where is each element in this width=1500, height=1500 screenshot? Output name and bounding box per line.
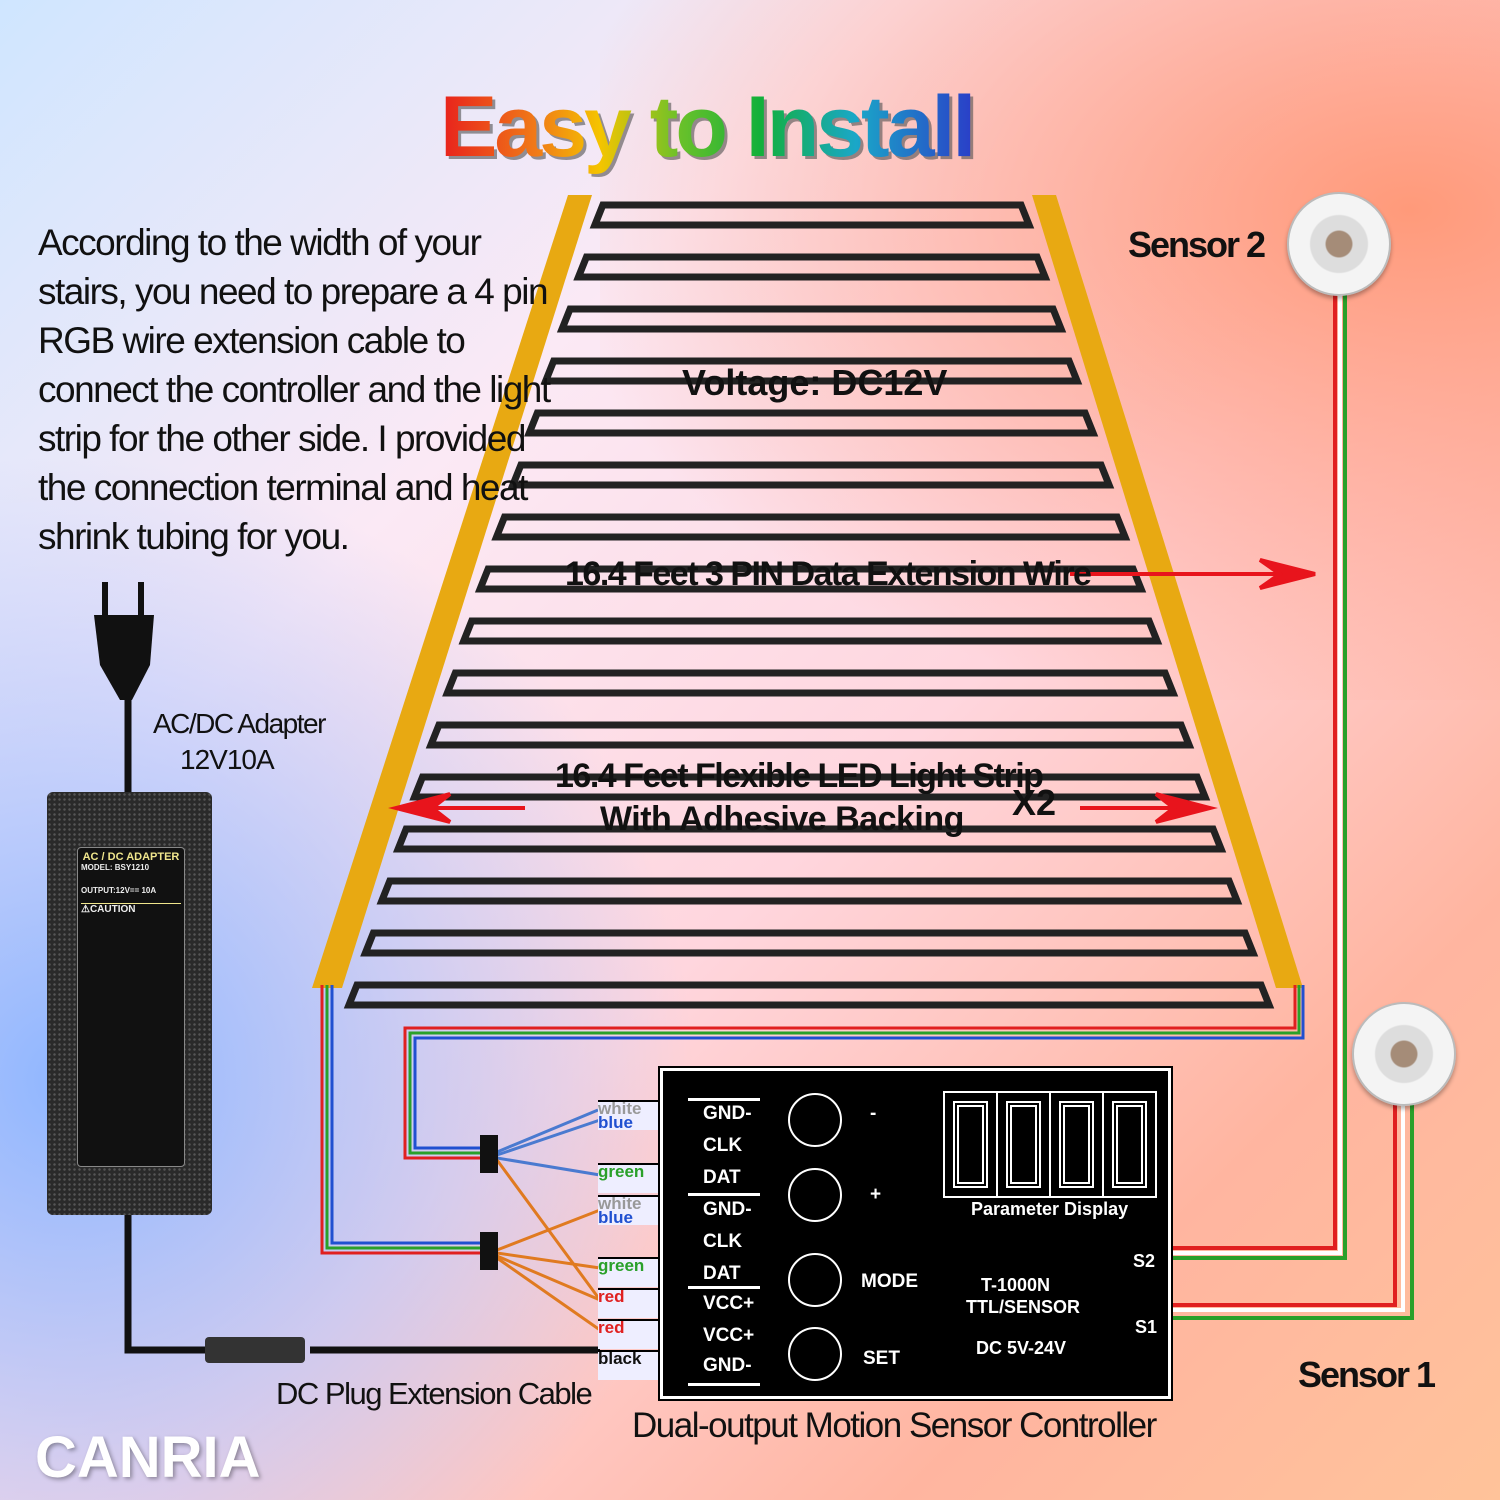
parameter-display-label: Parameter Display <box>971 1199 1129 1219</box>
pin-group-divider <box>688 1098 760 1101</box>
plug-icon <box>94 582 154 700</box>
stair-step <box>409 773 1211 801</box>
stair-step <box>458 617 1163 645</box>
stair-step <box>360 929 1259 957</box>
strip-arrow-right <box>1080 792 1218 824</box>
adapter-plate-caution: ⚠CAUTION <box>81 903 181 915</box>
wire-label-text: blue <box>598 1113 633 1132</box>
stair-step <box>589 201 1035 229</box>
data-wire-label: 16.4 Feet 3 PIN Data Extension Wire <box>565 555 1092 593</box>
stair-step <box>474 565 1147 593</box>
mode-label: MODE <box>861 1271 918 1292</box>
minus-button[interactable] <box>788 1093 842 1147</box>
plus-button[interactable] <box>788 1168 842 1222</box>
instructions-text: According to the width of your stairs, y… <box>38 222 551 557</box>
connector-terminal-1 <box>480 1135 498 1173</box>
stair-step <box>376 877 1243 905</box>
stair-step <box>425 721 1195 749</box>
set-button[interactable] <box>788 1327 842 1381</box>
stair-step <box>442 669 1179 697</box>
pin-label: DAT <box>703 1263 741 1284</box>
background-glow-right <box>600 0 1500 700</box>
adapter-label: AC/DC Adapter <box>153 708 326 739</box>
power-cable <box>124 700 600 1354</box>
controller-power: DC 5V-24V <box>976 1338 1067 1358</box>
led-strip-right <box>1032 195 1303 988</box>
pin-group-divider <box>688 1286 760 1289</box>
s2-port-label: S2 <box>1133 1251 1156 1271</box>
parameter-display <box>943 1091 1157 1198</box>
stair-step <box>524 409 1099 437</box>
sensor-1 <box>1352 1002 1456 1106</box>
plus-label: + <box>870 1184 882 1205</box>
stair-step <box>343 981 1275 1009</box>
stair-step <box>573 253 1051 281</box>
wire-label-red-1: red <box>598 1288 658 1318</box>
sensor2-label: Sensor 2 <box>1128 224 1266 265</box>
adapter-plate-title: AC / DC ADAPTER <box>82 851 180 863</box>
adapter-rating: 12V10A <box>180 744 275 775</box>
motion-sensor-controller: GND- CLK DAT GND- CLK DAT VCC+ VCC+ GND- - + MOD… <box>658 1066 1173 1401</box>
adapter-label-plate: AC / DC ADAPTER MODEL: BSY1210 OUTPUT:12… <box>77 847 185 1167</box>
set-label: SET <box>863 1348 900 1369</box>
pin-label: GND- <box>703 1199 752 1220</box>
pin-label: VCC+ <box>703 1325 755 1346</box>
adapter-plate-output: OUTPUT:12V== 10A <box>81 886 157 895</box>
stair-step <box>556 305 1067 333</box>
controller-type: TTL/SENSOR <box>966 1297 1081 1317</box>
wire-label-text: white <box>598 1099 642 1118</box>
strip-label-line2: With Adhesive Backing <box>600 800 964 838</box>
pin-label: GND- <box>703 1355 752 1376</box>
wire-label-green-2: green <box>598 1257 658 1287</box>
wire-label-text: white <box>598 1194 642 1213</box>
sensor-wires <box>1170 290 1414 1320</box>
sensor1-label: Sensor 1 <box>1298 1354 1436 1395</box>
s1-port-label: S1 <box>1135 1317 1158 1337</box>
data-wire-arrow <box>1070 558 1316 590</box>
dc-cable-label: DC Plug Extension Cable <box>276 1376 593 1411</box>
stair-step <box>507 461 1115 489</box>
wire-label-red-2: red <box>598 1319 658 1349</box>
voltage-label: Voltage: DC12V <box>682 362 948 403</box>
dc-plug <box>205 1337 305 1363</box>
brand-logo: CANRIA <box>35 1425 261 1490</box>
connector-terminal-2 <box>480 1232 498 1270</box>
wire-label-text: blue <box>598 1208 633 1227</box>
pin-group-divider <box>688 1193 760 1196</box>
pin-label: CLK <box>703 1231 743 1252</box>
minus-label: - <box>870 1103 877 1124</box>
controller-caption: Dual-output Motion Sensor Controller <box>632 1406 1157 1445</box>
staircase <box>343 201 1275 1009</box>
pin-group-divider <box>688 1383 760 1386</box>
mode-button[interactable] <box>788 1253 842 1307</box>
strip-wires <box>320 985 1305 1332</box>
pin-label: GND- <box>703 1103 752 1124</box>
adapter-plate-model: MODEL: BSY1210 <box>81 863 150 872</box>
stair-step <box>491 513 1131 541</box>
pin-label: CLK <box>703 1135 743 1156</box>
stair-step <box>392 825 1227 853</box>
strip-quantity: X2 <box>1012 782 1057 823</box>
page-title: Easy to Install <box>440 79 976 175</box>
led-strip-left <box>312 195 592 988</box>
controller-model: T-1000N <box>981 1275 1051 1295</box>
stair-step <box>540 357 1083 385</box>
strip-arrow-left <box>388 792 525 824</box>
ac-dc-adapter: AC / DC ADAPTER MODEL: BSY1210 OUTPUT:12… <box>47 792 212 1215</box>
pin-label: DAT <box>703 1167 741 1188</box>
wire-label-black: black <box>598 1350 658 1380</box>
wire-label-green-1: green <box>598 1163 658 1193</box>
sensor-2 <box>1287 192 1391 296</box>
strip-label-line1: 16.4 Feet Flexible LED Light Strip <box>555 757 1044 795</box>
pin-label: VCC+ <box>703 1293 755 1314</box>
